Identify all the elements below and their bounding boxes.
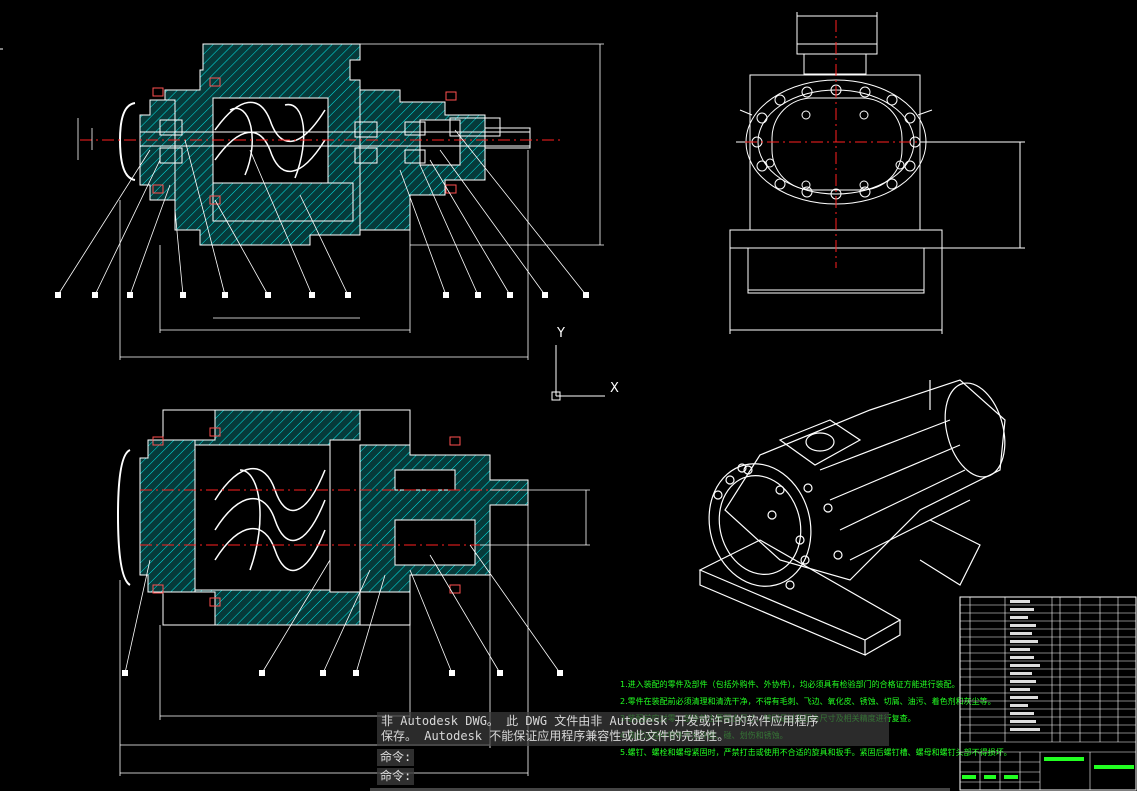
command-message-1: 非 Autodesk DWG。 此 DWG 文件由非 Autodesk 开发或许… <box>381 714 819 728</box>
isometric-view <box>698 379 1006 656</box>
note-5: 5.螺钉、螺栓和螺母紧固时，严禁打击或使用不合适的旋具和扳手。紧固后螺钉槽、螺母… <box>620 748 1012 757</box>
ucs-x-label: X <box>610 381 619 396</box>
bottom-section-view <box>116 409 590 776</box>
end-view <box>729 12 1025 334</box>
ucs-icon <box>551 345 605 401</box>
top-section-view <box>55 43 604 360</box>
command-prompt-1: 命令: <box>377 749 415 766</box>
command-history: 非 Autodesk DWG。 此 DWG 文件由非 Autodesk 开发或许… <box>377 712 889 746</box>
ucs-y-label: Y <box>557 326 565 341</box>
title-block-table <box>959 596 1137 791</box>
note-1: 1.进入装配的零件及部件（包括外购件、外协件），均必须具有检验部门的合格证方能进… <box>620 680 960 689</box>
command-input[interactable]: 命令: <box>377 768 415 785</box>
command-message-2: 保存。 Autodesk 不能保证应用程序兼容性或此文件的完整性。 <box>381 729 730 743</box>
scrollbar[interactable] <box>370 788 950 791</box>
note-2: 2.零件在装配前必须清理和清洗干净，不得有毛刺、飞边、氧化皮、锈蚀、切屑、油污、… <box>620 697 996 706</box>
